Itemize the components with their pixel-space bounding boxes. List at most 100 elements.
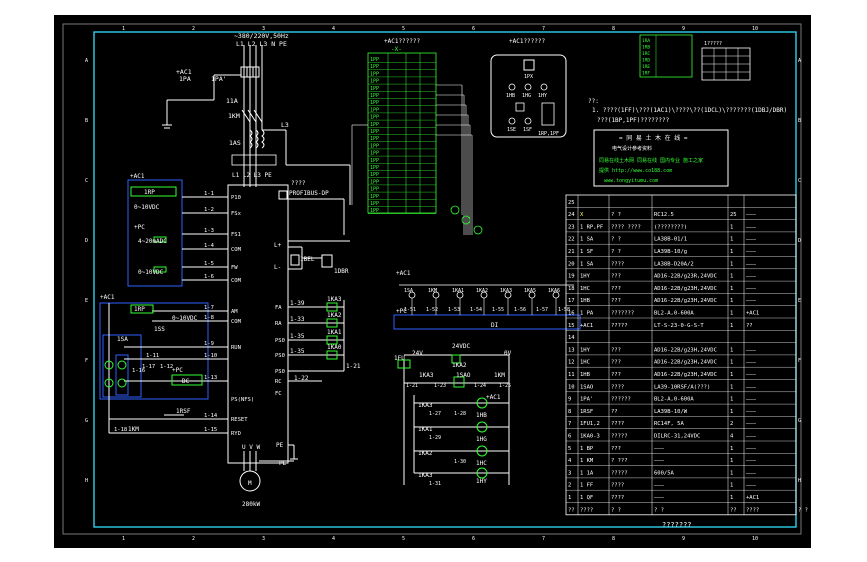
breaker-1pa: 1PA bbox=[179, 75, 191, 83]
control-wires bbox=[108, 196, 228, 434]
parts-row-name: ? ? bbox=[611, 249, 621, 255]
relay-wire-5: 1-22 bbox=[294, 375, 309, 382]
parts-row-code: 1PA' bbox=[580, 397, 593, 403]
range2-label: 4~20mADC bbox=[138, 238, 167, 245]
parts-row-note: ——— bbox=[746, 298, 757, 304]
profibus-wire bbox=[278, 190, 345, 235]
parts-row-code: 1 FF bbox=[580, 483, 593, 489]
parts-row-no: 20 bbox=[568, 261, 575, 267]
parts-row-model: DILRC-31,24VDC bbox=[654, 434, 700, 440]
parts-row-code: 1HC bbox=[580, 360, 590, 366]
frame-right-letter: F bbox=[798, 358, 801, 364]
cc-wire-label: 1-21 bbox=[406, 383, 418, 389]
question-label: ???? bbox=[291, 180, 306, 187]
frame-right-letter: B bbox=[798, 118, 801, 124]
inverter-left-terminal: RESET bbox=[231, 417, 248, 423]
inverter-right-terminal: PS0 bbox=[275, 353, 285, 359]
relay-wire-2: 1-33 bbox=[290, 316, 305, 323]
inverter-box bbox=[227, 184, 289, 464]
cc-lamp-1: 1HB bbox=[476, 412, 487, 419]
parts-row-qty: 1 bbox=[730, 409, 733, 415]
terminal-table-rows: 1PP1PP1PP1PP1PP1PP1PP1PP1PP1PP1PP1PP1PP1… bbox=[368, 57, 436, 214]
di-terminal-label: 1KA1 bbox=[452, 288, 464, 294]
cc-lamp-4: 1HY bbox=[476, 478, 487, 485]
control-wire-label: 1-10 bbox=[204, 353, 217, 359]
terminal-table: +AC1?????? -X- 1PP1PP1PP1PP1PP1PP1PP1PP1… bbox=[351, 38, 483, 235]
pe-terminal-label: PE bbox=[276, 442, 284, 449]
outer-frame bbox=[62, 23, 802, 535]
frame-right-letter: G bbox=[798, 418, 801, 424]
km-label: 1KM bbox=[128, 426, 139, 433]
title-block-name: ??????? bbox=[662, 521, 692, 529]
cc-wire-label: 1-25 bbox=[499, 383, 511, 389]
parts-row-note: ——— bbox=[746, 212, 757, 218]
parts-row-code: 1 SA bbox=[580, 261, 594, 267]
parts-row-qty: 1 bbox=[730, 458, 733, 464]
cc-wire-label: 1-30 bbox=[454, 459, 466, 465]
inverter-left-terminal: AM bbox=[231, 309, 238, 315]
parts-row-no: 17 bbox=[568, 298, 575, 304]
parts-footer-cell: ? ? bbox=[654, 507, 664, 513]
inverter-right-terminal: FA bbox=[275, 305, 282, 311]
parts-row-note: ——— bbox=[746, 237, 757, 243]
parts-row-qty: 1 bbox=[730, 384, 733, 390]
parts-row-no: 6 bbox=[568, 434, 571, 440]
parts-footer-cell: ???? bbox=[746, 507, 759, 513]
range4-label: 0~10VDC bbox=[172, 315, 198, 322]
parts-row-model: BL2-A,0-600A bbox=[654, 397, 694, 403]
terminal-table-row: 1PP bbox=[370, 115, 379, 121]
control-wire-label: 1-14 bbox=[204, 413, 218, 419]
parts-row-note: ?? bbox=[746, 323, 753, 329]
parts-row-code: 1 QF bbox=[580, 495, 593, 501]
parts-row-model: LA39-10RSF/A(???) bbox=[654, 384, 710, 390]
frame-top-number: 7 bbox=[542, 26, 545, 32]
parts-row-model: ——— bbox=[654, 458, 665, 464]
di-wire-label: 1-53 bbox=[448, 307, 460, 313]
cc-km: 1KM bbox=[494, 372, 505, 379]
parts-row-qty: 1 bbox=[730, 397, 733, 403]
parts-row-name: ??????? bbox=[611, 311, 634, 317]
parts-row-note: ——— bbox=[746, 384, 757, 390]
relay-wire-3: 1-35 bbox=[290, 333, 305, 340]
parts-row-code: 1FU1,2 bbox=[580, 421, 600, 427]
parts-row-no: 21 bbox=[568, 249, 575, 255]
frame-right-letter: E bbox=[798, 298, 801, 304]
panel-label-sf: 1SF bbox=[523, 127, 532, 133]
di-terminal-label: 1SA bbox=[404, 288, 413, 294]
parts-row-name: ??? bbox=[611, 298, 621, 304]
frame-top-number: 6 bbox=[472, 26, 475, 32]
terminal-table-header: -X- bbox=[391, 46, 402, 53]
inverter-right-terminal: RA bbox=[275, 321, 282, 327]
relay-wire-1: 1-39 bbox=[290, 300, 305, 307]
parts-row-qty: 1 bbox=[730, 274, 733, 280]
control-wire-label: 1-2 bbox=[204, 207, 214, 213]
parts-row-code: 1SAO bbox=[580, 384, 593, 390]
cc-lamp-2: 1HG bbox=[476, 436, 487, 443]
minus-terminal: L- bbox=[274, 264, 281, 271]
ac1-control-label: +AC1 bbox=[130, 173, 145, 180]
power-section bbox=[162, 45, 351, 205]
panel-label-rp: 1RP,1PF bbox=[538, 131, 559, 137]
cc-wire-label: 1-31 bbox=[429, 481, 441, 487]
di-pc: +PC bbox=[396, 308, 407, 315]
parts-row-model: AD16-22B/g23H,24VDC bbox=[654, 360, 717, 366]
control-wire-label: 1-16 bbox=[132, 368, 145, 374]
parts-row-note: ——— bbox=[746, 274, 757, 280]
breaker-1pa-prime: 1PA' bbox=[211, 75, 227, 83]
parts-row-name: ?????? bbox=[611, 397, 631, 403]
relay-ka2: 1KA2 bbox=[327, 312, 342, 319]
control-wire-label: 1-15 bbox=[204, 427, 217, 433]
parts-row-qty: 1 bbox=[730, 298, 733, 304]
dc-label: DC bbox=[182, 378, 190, 385]
panel-label-hg: 1HG bbox=[522, 93, 531, 99]
parts-row-qty: 1 bbox=[730, 224, 733, 230]
di-wire-label: 1-51 bbox=[404, 307, 416, 313]
frame-left-letter: C bbox=[85, 178, 88, 184]
di-label: DI bbox=[491, 322, 499, 329]
parts-row-no: 16 bbox=[568, 311, 575, 317]
terminal-table-row: 1PP bbox=[370, 122, 379, 128]
